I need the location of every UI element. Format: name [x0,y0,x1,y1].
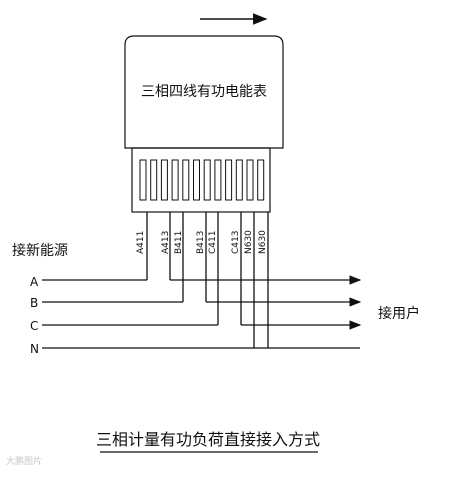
meter-body [124,35,284,149]
terminal-block [131,147,271,213]
line-label-n: N [30,342,39,356]
meter-title: 三相四线有功电能表 [141,84,267,100]
terminal-slot [203,159,211,201]
terminal-slot [225,159,233,201]
terminal-slot [171,159,179,201]
terminal-slot [214,159,222,201]
terminal-slot [139,159,147,201]
line-label-c: C [30,319,38,333]
terminal-label-c413: C413 [231,231,241,254]
diagram-caption: 三相计量有功负荷直接接入方式 [96,430,320,449]
terminal-slot [257,159,265,201]
terminal-label-n630-in: N630 [244,230,254,254]
user-label: 接用户 [378,305,420,322]
terminal-slot [246,159,254,201]
terminal-label-b411: B411 [174,231,184,254]
source-label: 接新能源 [12,242,68,259]
terminal-label-n630-out: N630 [258,230,268,254]
terminal-slot [160,159,168,201]
terminal-label-c411: C411 [208,231,218,254]
terminal-label-a413: A413 [161,231,171,254]
terminal-slot [235,159,243,201]
terminal-slot [150,159,158,201]
terminal-slot [182,159,190,201]
line-label-b: B [30,296,38,310]
terminal-label-a411: A411 [136,231,146,254]
terminal-label-b413: B413 [196,231,206,254]
terminal-slot [193,159,200,201]
terminal-slots [139,159,265,201]
watermark: 大鹏图片 [6,457,43,467]
line-label-a: A [30,275,39,289]
